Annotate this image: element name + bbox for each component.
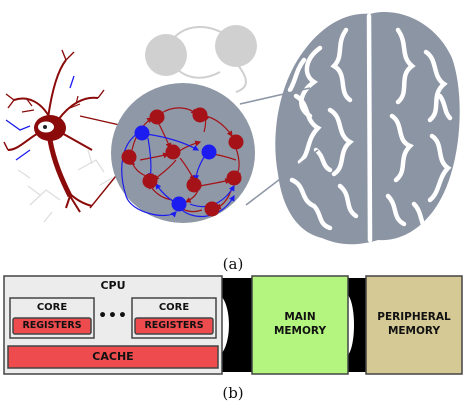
brain-illustration xyxy=(275,11,460,245)
node-red xyxy=(228,134,244,150)
faded-node-left xyxy=(145,34,187,76)
neuron-illustration xyxy=(3,49,113,223)
peripheral-memory-label-line2: MEMORY xyxy=(387,325,441,337)
faded-node-pair xyxy=(145,25,257,93)
registers-right xyxy=(134,317,214,335)
recurrent-network xyxy=(111,83,255,223)
peripheral-memory-label-line1: PERIPHERAL xyxy=(377,311,451,323)
node-red xyxy=(192,107,208,123)
node-blue xyxy=(134,125,150,141)
node-red xyxy=(142,173,158,189)
node-red xyxy=(204,201,220,217)
main-memory-label-line1: MAIN xyxy=(284,311,316,323)
core-right-label: CORE xyxy=(158,302,190,313)
node-red xyxy=(149,109,165,125)
node-red xyxy=(186,177,202,193)
main-memory-box xyxy=(251,275,349,375)
cache-label: CACHE xyxy=(92,350,134,363)
cpu-label: CPU xyxy=(100,279,126,292)
registers-left xyxy=(12,317,92,335)
node-blue xyxy=(201,144,217,160)
node-blue xyxy=(171,196,187,212)
cores-ellipsis: ••• xyxy=(98,308,128,324)
main-memory-label-line2: MEMORY xyxy=(273,325,327,337)
cache-bar xyxy=(7,345,219,369)
core-left-label: CORE xyxy=(36,302,68,313)
peripheral-memory-box xyxy=(365,275,463,375)
node-red xyxy=(226,170,242,186)
registers-left-label: REGISTERS xyxy=(22,320,82,331)
node-red xyxy=(121,149,137,165)
node-red xyxy=(165,144,181,160)
caption-a: (a) xyxy=(222,255,244,273)
faded-node-right xyxy=(215,25,257,67)
registers-right-label: REGISTERS xyxy=(144,320,204,331)
caption-b: (b) xyxy=(222,384,244,402)
